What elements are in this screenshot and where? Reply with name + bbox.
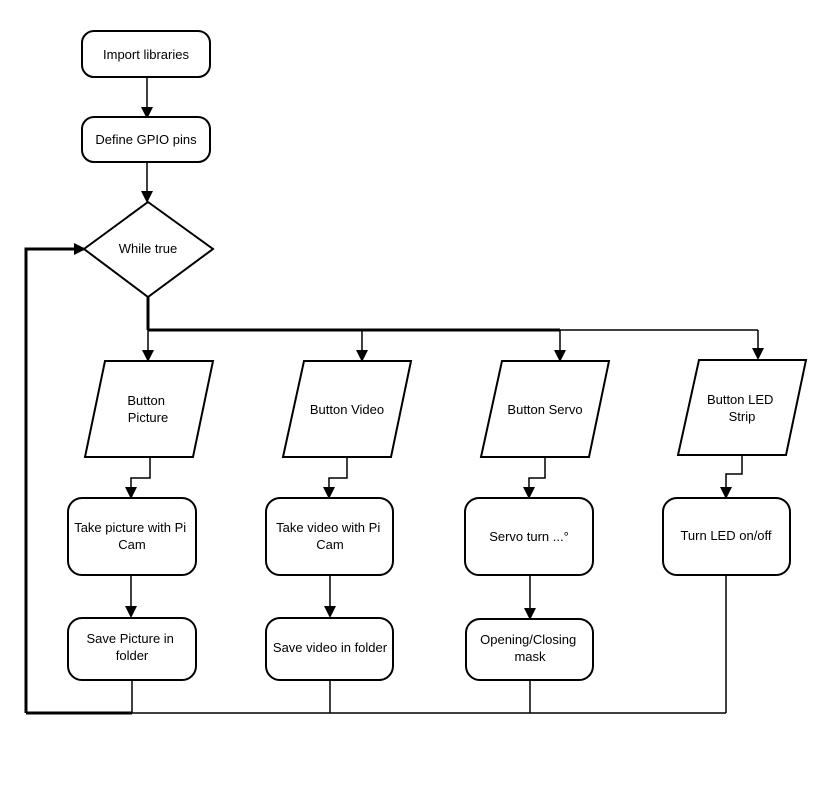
arrow-button-picture-to-take-picture <box>125 457 151 499</box>
node-turn-led: Turn LED on/off <box>662 497 791 576</box>
node-save-picture: Save Picture in folder <box>67 617 197 681</box>
node-button-led-label: Button LED Strip <box>707 392 777 424</box>
node-servo-turn: Servo turn ...° <box>464 497 594 576</box>
node-import-libraries: Import libraries <box>81 30 211 78</box>
arrow-button-servo-to-servo-turn <box>523 457 546 499</box>
node-button-picture-label: Button Picture <box>127 393 168 425</box>
node-button-video-label: Button Video <box>310 402 384 417</box>
loop-back-arrow <box>24 243 86 713</box>
node-take-picture-label: Take picture with Pi Cam <box>74 520 190 552</box>
node-take-video: Take video with Pi Cam <box>265 497 394 576</box>
node-opening-closing-label: Opening/Closing mask <box>480 632 580 664</box>
arrow-button-led-to-turn-led <box>720 455 743 499</box>
node-take-video-label: Take video with Pi Cam <box>276 520 384 552</box>
node-define-gpio-label: Define GPIO pins <box>95 132 197 147</box>
node-button-video: Button Video <box>281 360 413 458</box>
node-button-picture: Button Picture <box>83 360 215 458</box>
arrow-button-video-to-take-video <box>323 457 348 499</box>
node-save-picture-label: Save Picture in folder <box>86 631 177 663</box>
node-while-true: While true <box>82 200 215 299</box>
node-button-servo-label: Button Servo <box>507 402 582 417</box>
node-take-picture: Take picture with Pi Cam <box>67 497 197 576</box>
node-servo-turn-label: Servo turn ...° <box>489 529 569 544</box>
node-turn-led-label: Turn LED on/off <box>680 528 771 543</box>
node-while-true-label: While true <box>119 241 178 256</box>
node-import-libraries-label: Import libraries <box>103 47 189 62</box>
node-button-led: Button LED Strip <box>676 359 808 456</box>
node-save-video: Save video in folder <box>265 617 394 681</box>
node-opening-closing: Opening/Closing mask <box>465 618 594 681</box>
connectors <box>24 78 764 715</box>
node-save-video-label: Save video in folder <box>273 640 388 655</box>
node-define-gpio: Define GPIO pins <box>81 116 211 163</box>
node-button-servo: Button Servo <box>479 360 611 458</box>
